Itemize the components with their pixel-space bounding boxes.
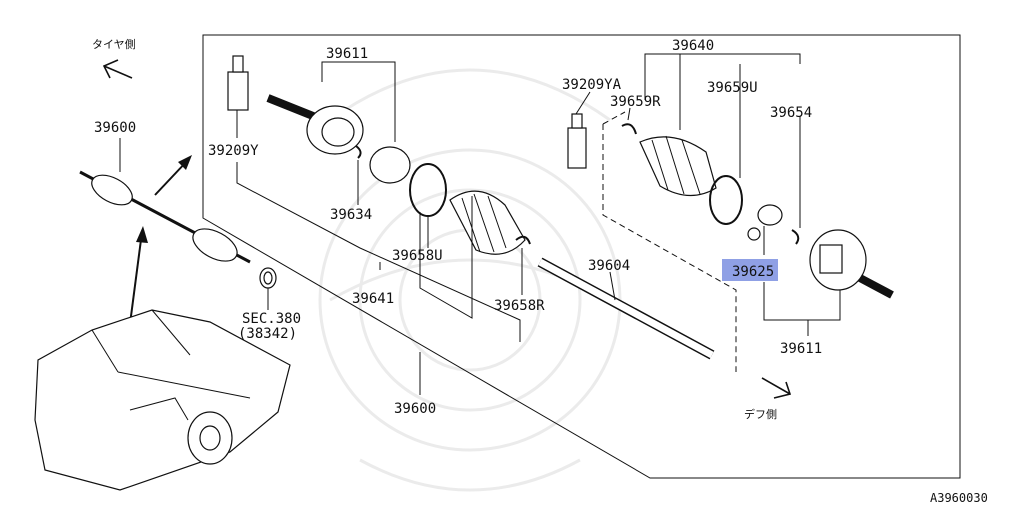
part-39209YA-grease bbox=[567, 113, 587, 169]
inner-joint-group-outline bbox=[602, 124, 737, 372]
leader-lines bbox=[119, 53, 841, 395]
figure-code: A3960030 bbox=[930, 491, 988, 505]
highlight-39625 bbox=[722, 259, 778, 281]
part-inner-boot bbox=[639, 135, 717, 197]
label-39625[interactable]: 39625 bbox=[732, 264, 774, 280]
tire-side-arrow-icon bbox=[102, 59, 133, 79]
label-39611-top[interactable]: 39611 bbox=[326, 46, 368, 62]
part-ball-cage bbox=[369, 146, 411, 184]
label-39209YA[interactable]: 39209YA bbox=[562, 77, 622, 93]
label-39611-bottom[interactable]: 39611 bbox=[780, 341, 822, 357]
diff-side-arrow-icon bbox=[761, 377, 792, 399]
part-outer-boot bbox=[449, 190, 526, 255]
part-39209Y-grease bbox=[227, 55, 249, 111]
label-39658U[interactable]: 39658U bbox=[392, 248, 443, 264]
label-39640[interactable]: 39640 bbox=[672, 38, 714, 54]
car-illustration bbox=[34, 309, 291, 491]
label-39634[interactable]: 39634 bbox=[330, 207, 372, 223]
part-39658R-band bbox=[515, 235, 531, 245]
part-39634-circlip bbox=[355, 145, 362, 159]
overview-drive-shaft bbox=[79, 170, 277, 289]
label-sec-ref-sub: (38342) bbox=[238, 326, 297, 342]
label-39659U[interactable]: 39659U bbox=[707, 80, 758, 96]
label-39209Y[interactable]: 39209Y bbox=[208, 143, 259, 159]
part-outer-cv-joint bbox=[266, 94, 364, 155]
label-39600-bottom[interactable]: 39600 bbox=[394, 401, 436, 417]
label-39641[interactable]: 39641 bbox=[352, 291, 394, 307]
part-inner-housing bbox=[809, 229, 894, 299]
watermark-emblem bbox=[318, 68, 622, 492]
assembly-frame bbox=[202, 34, 961, 479]
part-39654-snap-ring bbox=[791, 229, 800, 245]
diff-side-label: デフ側 bbox=[744, 407, 777, 421]
label-39604[interactable]: 39604 bbox=[588, 258, 630, 274]
part-39604-shaft bbox=[537, 257, 715, 360]
part-39659U-band bbox=[709, 175, 743, 225]
label-39600-top[interactable]: 39600 bbox=[94, 120, 136, 136]
tire-side-label: タイヤ側 bbox=[92, 38, 136, 51]
part-39659R-band bbox=[621, 123, 637, 135]
arrow-to-detail bbox=[154, 155, 192, 196]
part-39658U-band bbox=[409, 163, 447, 217]
label-39654[interactable]: 39654 bbox=[770, 105, 812, 121]
part-39625-spider bbox=[747, 204, 783, 241]
label-sec-ref[interactable]: SEC.380 bbox=[242, 311, 301, 327]
label-39658R[interactable]: 39658R bbox=[494, 298, 545, 314]
label-39659R[interactable]: 39659R bbox=[610, 94, 661, 110]
